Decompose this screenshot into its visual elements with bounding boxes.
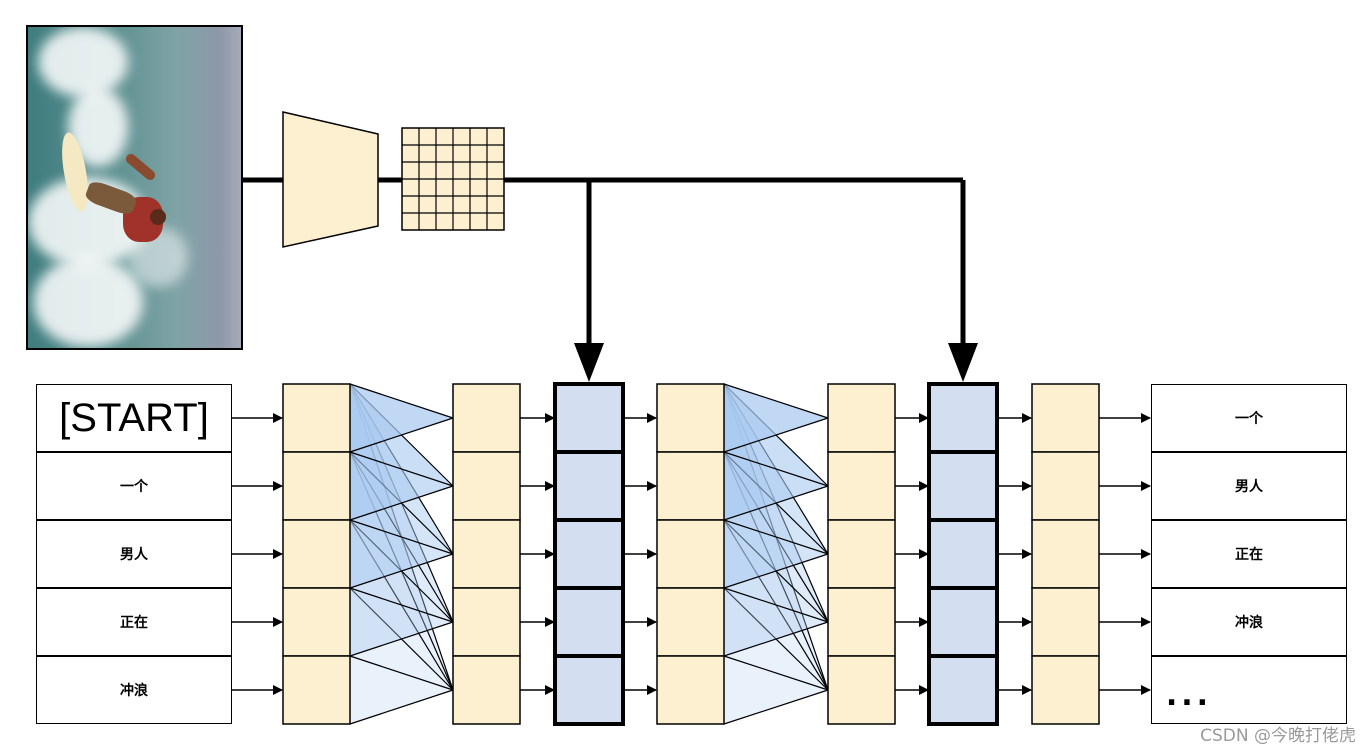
layer-column-cell [656, 451, 725, 521]
attention-output-column-cell [452, 655, 521, 725]
output-token-label: 男人 [1235, 479, 1263, 495]
output-token: 正在 [1151, 520, 1347, 588]
input-token-label: 冲浪 [120, 683, 148, 699]
cross-attention-column-cell [553, 654, 625, 726]
cross-attention-column-cell [927, 586, 999, 658]
cross-attention-column-cell [927, 382, 999, 454]
ffn-column-cell [1031, 655, 1100, 725]
input-token: 一个 [36, 452, 232, 520]
attention-output-column-cell [827, 451, 896, 521]
output-token: 冲浪 [1151, 588, 1347, 656]
output-token-label: 冲浪 [1235, 615, 1263, 631]
input-token: 男人 [36, 520, 232, 588]
attention-output-column-cell [452, 451, 521, 521]
attention-output-column-cell [827, 587, 896, 657]
ffn-column-cell [1031, 519, 1100, 589]
layer-column-cell [656, 587, 725, 657]
cross-attention-column-cell [927, 518, 999, 590]
ffn-column-cell [1031, 587, 1100, 657]
attention-output-column-cell [827, 383, 896, 453]
embedding-column-cell [282, 519, 351, 589]
output-token-label: 一个 [1235, 411, 1263, 427]
output-token-label: 正在 [1235, 547, 1263, 563]
attention-output-column-cell [827, 519, 896, 589]
attention-output-column-cell [452, 383, 521, 453]
layer-column-cell [656, 519, 725, 589]
output-token-label: ... [1165, 677, 1213, 713]
cnn-encoder-trapezoid [282, 111, 379, 248]
ffn-column-cell [1031, 383, 1100, 453]
cross-attention-column-cell [553, 450, 625, 522]
input-token: 正在 [36, 588, 232, 656]
embedding-column-cell [282, 451, 351, 521]
layer-column-cell [656, 655, 725, 725]
cross-attention-column-cell [553, 518, 625, 590]
cross-attention-column-cell [927, 450, 999, 522]
input-token-label: [START] [59, 395, 209, 440]
layer-column-cell [656, 383, 725, 453]
feature-grid [401, 127, 505, 231]
down-arrow [574, 343, 604, 382]
embedding-column-cell [282, 655, 351, 725]
down-arrow [948, 343, 978, 382]
cross-attention-column-cell [927, 654, 999, 726]
input-token-label: 一个 [120, 479, 148, 495]
cross-attention-column-cell [553, 382, 625, 454]
attention-output-column-cell [452, 587, 521, 657]
input-token-label: 正在 [120, 615, 148, 631]
attention-output-column-cell [452, 519, 521, 589]
ffn-column-cell [1031, 451, 1100, 521]
output-token: 男人 [1151, 452, 1347, 520]
input-token: 冲浪 [36, 656, 232, 724]
embedding-column-cell [282, 383, 351, 453]
output-token: 一个 [1151, 384, 1347, 452]
attention-fan [723, 383, 829, 725]
surfer-image [26, 25, 243, 350]
embedding-column-cell [282, 587, 351, 657]
output-token: ... [1151, 656, 1347, 724]
surfer-head-shape [150, 209, 166, 225]
input-token-label: 男人 [120, 547, 148, 563]
attention-fan [349, 383, 454, 725]
cross-attention-column-cell [553, 586, 625, 658]
watermark: CSDN @今晚打佬虎 [1200, 726, 1356, 746]
attention-output-column-cell [827, 655, 896, 725]
input-token: [START] [36, 384, 232, 452]
